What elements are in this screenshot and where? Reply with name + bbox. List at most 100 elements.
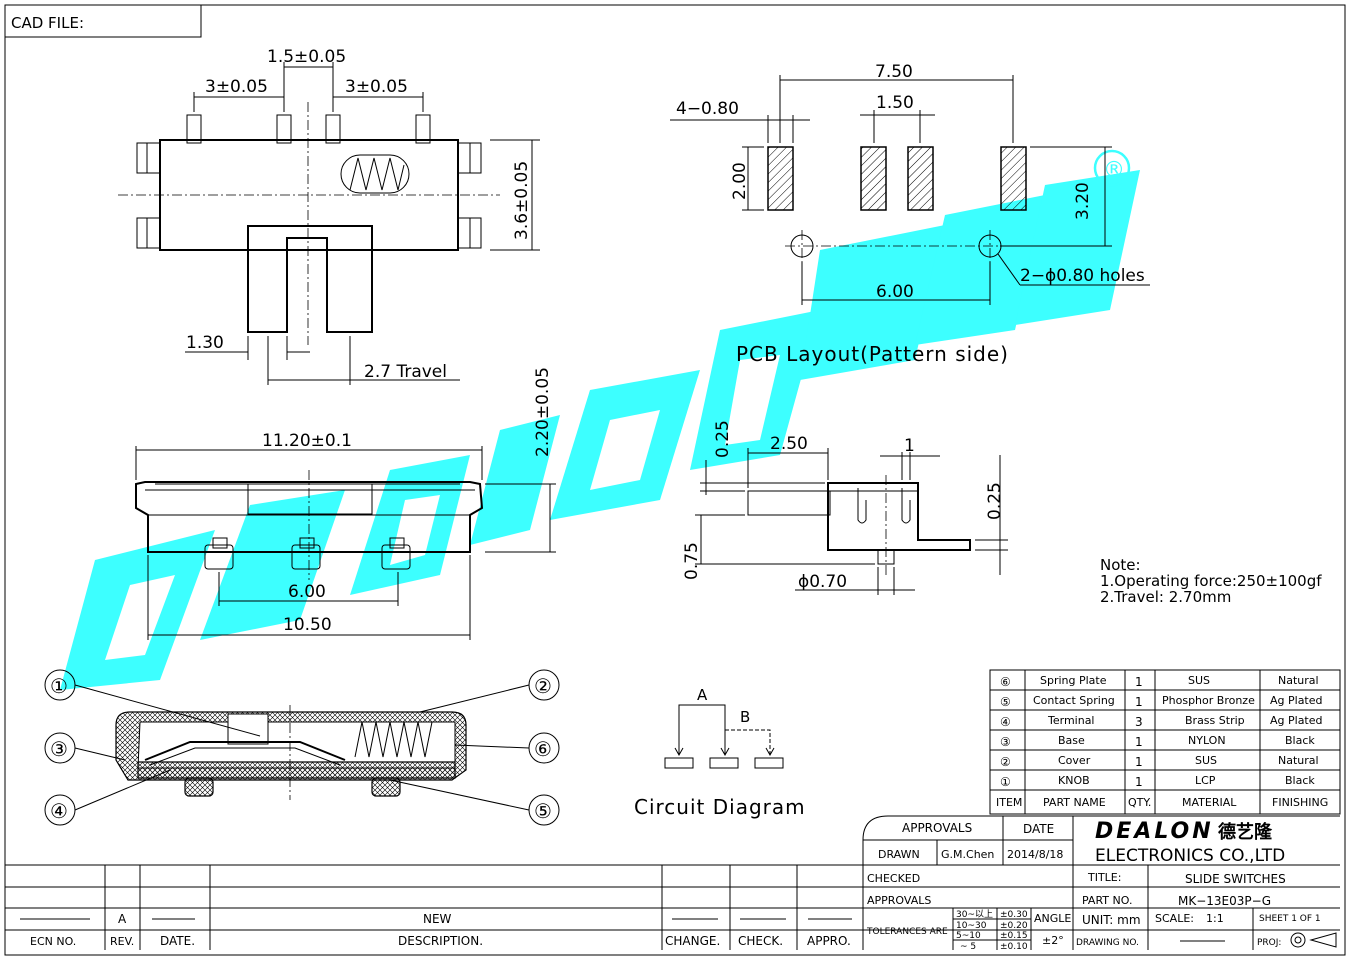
bom-header-material: MATERIAL bbox=[1182, 796, 1237, 809]
watermark: ® bbox=[60, 149, 1140, 690]
tb-checked: CHECKED bbox=[867, 872, 920, 885]
dim-height: 3.6±0.05 bbox=[512, 161, 532, 240]
tb-approvals: APPROVALS bbox=[902, 821, 972, 835]
tb-approvals2: APPROVALS bbox=[867, 894, 931, 907]
rev-header-change: CHANGE. bbox=[665, 934, 720, 948]
pcb-dim-pad-width: 4−0.80 bbox=[676, 99, 739, 119]
front-view: 11.20±0.1 2.20±0.05 6.00 10.50 bbox=[135, 367, 556, 640]
bom-finish: Black bbox=[1285, 734, 1315, 747]
side-dim-d4: 0.25 bbox=[985, 482, 1005, 520]
bom-part: KNOB bbox=[1058, 774, 1090, 787]
tb-tol-range: 10~30 bbox=[956, 921, 987, 931]
bom-material: NYLON bbox=[1188, 734, 1226, 747]
bom-header-item: ITEM bbox=[996, 796, 1022, 809]
tb-title-header: TITLE: bbox=[1087, 871, 1121, 884]
bom-header-part: PART NAME bbox=[1043, 796, 1106, 809]
rev-value: A bbox=[118, 912, 127, 926]
bom-row: ⑥ Spring Plate 1 SUS Natural bbox=[1000, 674, 1319, 689]
watermark-char-3 bbox=[1015, 170, 1140, 325]
tb-tol-range: ~ 5 bbox=[960, 942, 976, 952]
tb-angle-header: ANGLE bbox=[1034, 912, 1071, 925]
bom-part: Contact Spring bbox=[1033, 694, 1115, 707]
pcb-layout: 7.50 1.50 4−0.80 2.00 3.20 2−ϕ0.80 holes… bbox=[670, 62, 1150, 366]
watermark-char-2 bbox=[915, 195, 1045, 345]
tb-tol-value: ±0.15 bbox=[1000, 931, 1028, 941]
rev-header-check: CHECK. bbox=[738, 934, 783, 948]
bom-header-finishing: FINISHING bbox=[1272, 796, 1328, 809]
tb-scale: 1:1 bbox=[1206, 912, 1224, 925]
dim-pitch-right: 3±0.05 bbox=[345, 77, 408, 97]
top-view: 3±0.05 3±0.05 1.5±0.05 3.6±0.05 1.30 2.7… bbox=[118, 47, 540, 385]
pcb-dim-pad-height: 2.00 bbox=[730, 162, 750, 200]
bom-finish: Natural bbox=[1278, 754, 1319, 767]
bom-item: ③ bbox=[1000, 735, 1011, 749]
bom-part: Terminal bbox=[1047, 714, 1095, 727]
pcb-dim-pitch: 1.50 bbox=[876, 93, 914, 113]
callout-4: ④ bbox=[50, 799, 69, 823]
bom-finish: Black bbox=[1285, 774, 1315, 787]
note-travel: 2.Travel: 2.70mm bbox=[1100, 588, 1231, 606]
callout-2: ② bbox=[534, 674, 553, 698]
side-dim-d5: 0.75 bbox=[682, 542, 702, 580]
front-dim-height: 2.20±0.05 bbox=[533, 367, 553, 457]
callout-3: ③ bbox=[50, 737, 69, 761]
tb-angle: ±2° bbox=[1042, 934, 1064, 947]
watermark-letter-l bbox=[470, 415, 560, 545]
bom-qty: 1 bbox=[1135, 695, 1143, 709]
dim-pitch-center: 1.5±0.05 bbox=[267, 47, 346, 67]
bom-item: ⑥ bbox=[1000, 675, 1011, 689]
rev-header-date: DATE. bbox=[160, 934, 195, 948]
watermark-registered: ® bbox=[1103, 158, 1125, 183]
cad-file-label: CAD FILE: bbox=[11, 14, 84, 32]
callout-1: ① bbox=[50, 674, 69, 698]
tb-tol-range: 5~10 bbox=[956, 931, 981, 941]
sheet-frame bbox=[4, 4, 1346, 956]
bom-material: SUS bbox=[1188, 674, 1210, 687]
rev-desc: NEW bbox=[423, 912, 452, 926]
note-heading: Note: bbox=[1100, 556, 1141, 574]
bom-header-qty: QTY. bbox=[1128, 796, 1151, 809]
note-force: 1.Operating force:250±100gf bbox=[1100, 572, 1322, 590]
rev-header-ecn: ECN NO. bbox=[30, 935, 76, 948]
front-dim-base: 10.50 bbox=[283, 615, 332, 635]
tb-tol-value: ±0.30 bbox=[1000, 910, 1028, 920]
pcb-pad bbox=[767, 146, 794, 211]
bom-material: SUS bbox=[1195, 754, 1217, 767]
bom-row: ② Cover 1 SUS Natural bbox=[1000, 754, 1319, 769]
bom-item: ② bbox=[1000, 755, 1011, 769]
side-view: 0.25 2.50 1 0.25 0.75 ϕ0.70 bbox=[682, 420, 1008, 595]
tb-part-header: PART NO. bbox=[1082, 894, 1132, 907]
tb-brand: DEALON bbox=[1095, 819, 1214, 844]
bom-qty: 1 bbox=[1135, 755, 1143, 769]
rev-header-rev: REV. bbox=[110, 935, 134, 948]
pcb-dim-hole-pitch: 6.00 bbox=[876, 282, 914, 302]
tb-tol-range: 30~以上 bbox=[956, 909, 993, 920]
bom-row: ③ Base 1 NYLON Black bbox=[1000, 734, 1315, 749]
pcb-dim-holes: 2−ϕ0.80 holes bbox=[1020, 266, 1145, 286]
circuit-diagram: A B Circuit Diagram bbox=[634, 686, 806, 819]
tb-drawing-no: DRAWING NO. bbox=[1076, 938, 1139, 948]
pcb-title: PCB Layout(Pattern side) bbox=[736, 342, 1009, 366]
circuit-label-a: A bbox=[697, 686, 708, 704]
bom-material: Brass Strip bbox=[1185, 714, 1245, 727]
circuit-title: Circuit Diagram bbox=[634, 795, 806, 819]
side-dim-d6: ϕ0.70 bbox=[798, 572, 847, 592]
side-dim-d3: 1 bbox=[904, 436, 915, 456]
bom-material: LCP bbox=[1195, 774, 1216, 787]
bom-item: ⑤ bbox=[1000, 695, 1011, 709]
callout-6: ⑥ bbox=[534, 737, 553, 761]
tb-part-no: MK−13E03P−G bbox=[1178, 894, 1271, 908]
bom-finish: Ag Plated bbox=[1270, 694, 1323, 707]
section-view: ① ② ③ ④ ⑤ ⑥ bbox=[44, 669, 560, 826]
bom-part: Cover bbox=[1058, 754, 1091, 767]
front-dim-pin-pitch: 6.00 bbox=[288, 582, 326, 602]
circuit-label-b: B bbox=[740, 708, 750, 726]
tb-drawn: DRAWN bbox=[878, 848, 920, 861]
dim-pitch-left: 3±0.05 bbox=[205, 77, 268, 97]
tb-title: SLIDE SWITCHES bbox=[1185, 872, 1286, 886]
bom-table: ⑥ Spring Plate 1 SUS Natural ⑤ Contact S… bbox=[989, 669, 1341, 815]
tb-brand-cn: 德艺隆 bbox=[1218, 821, 1273, 843]
side-dim-d2: 2.50 bbox=[770, 434, 808, 454]
watermark-char-1 bbox=[800, 225, 945, 380]
tb-tol-value: ±0.20 bbox=[1000, 921, 1028, 931]
